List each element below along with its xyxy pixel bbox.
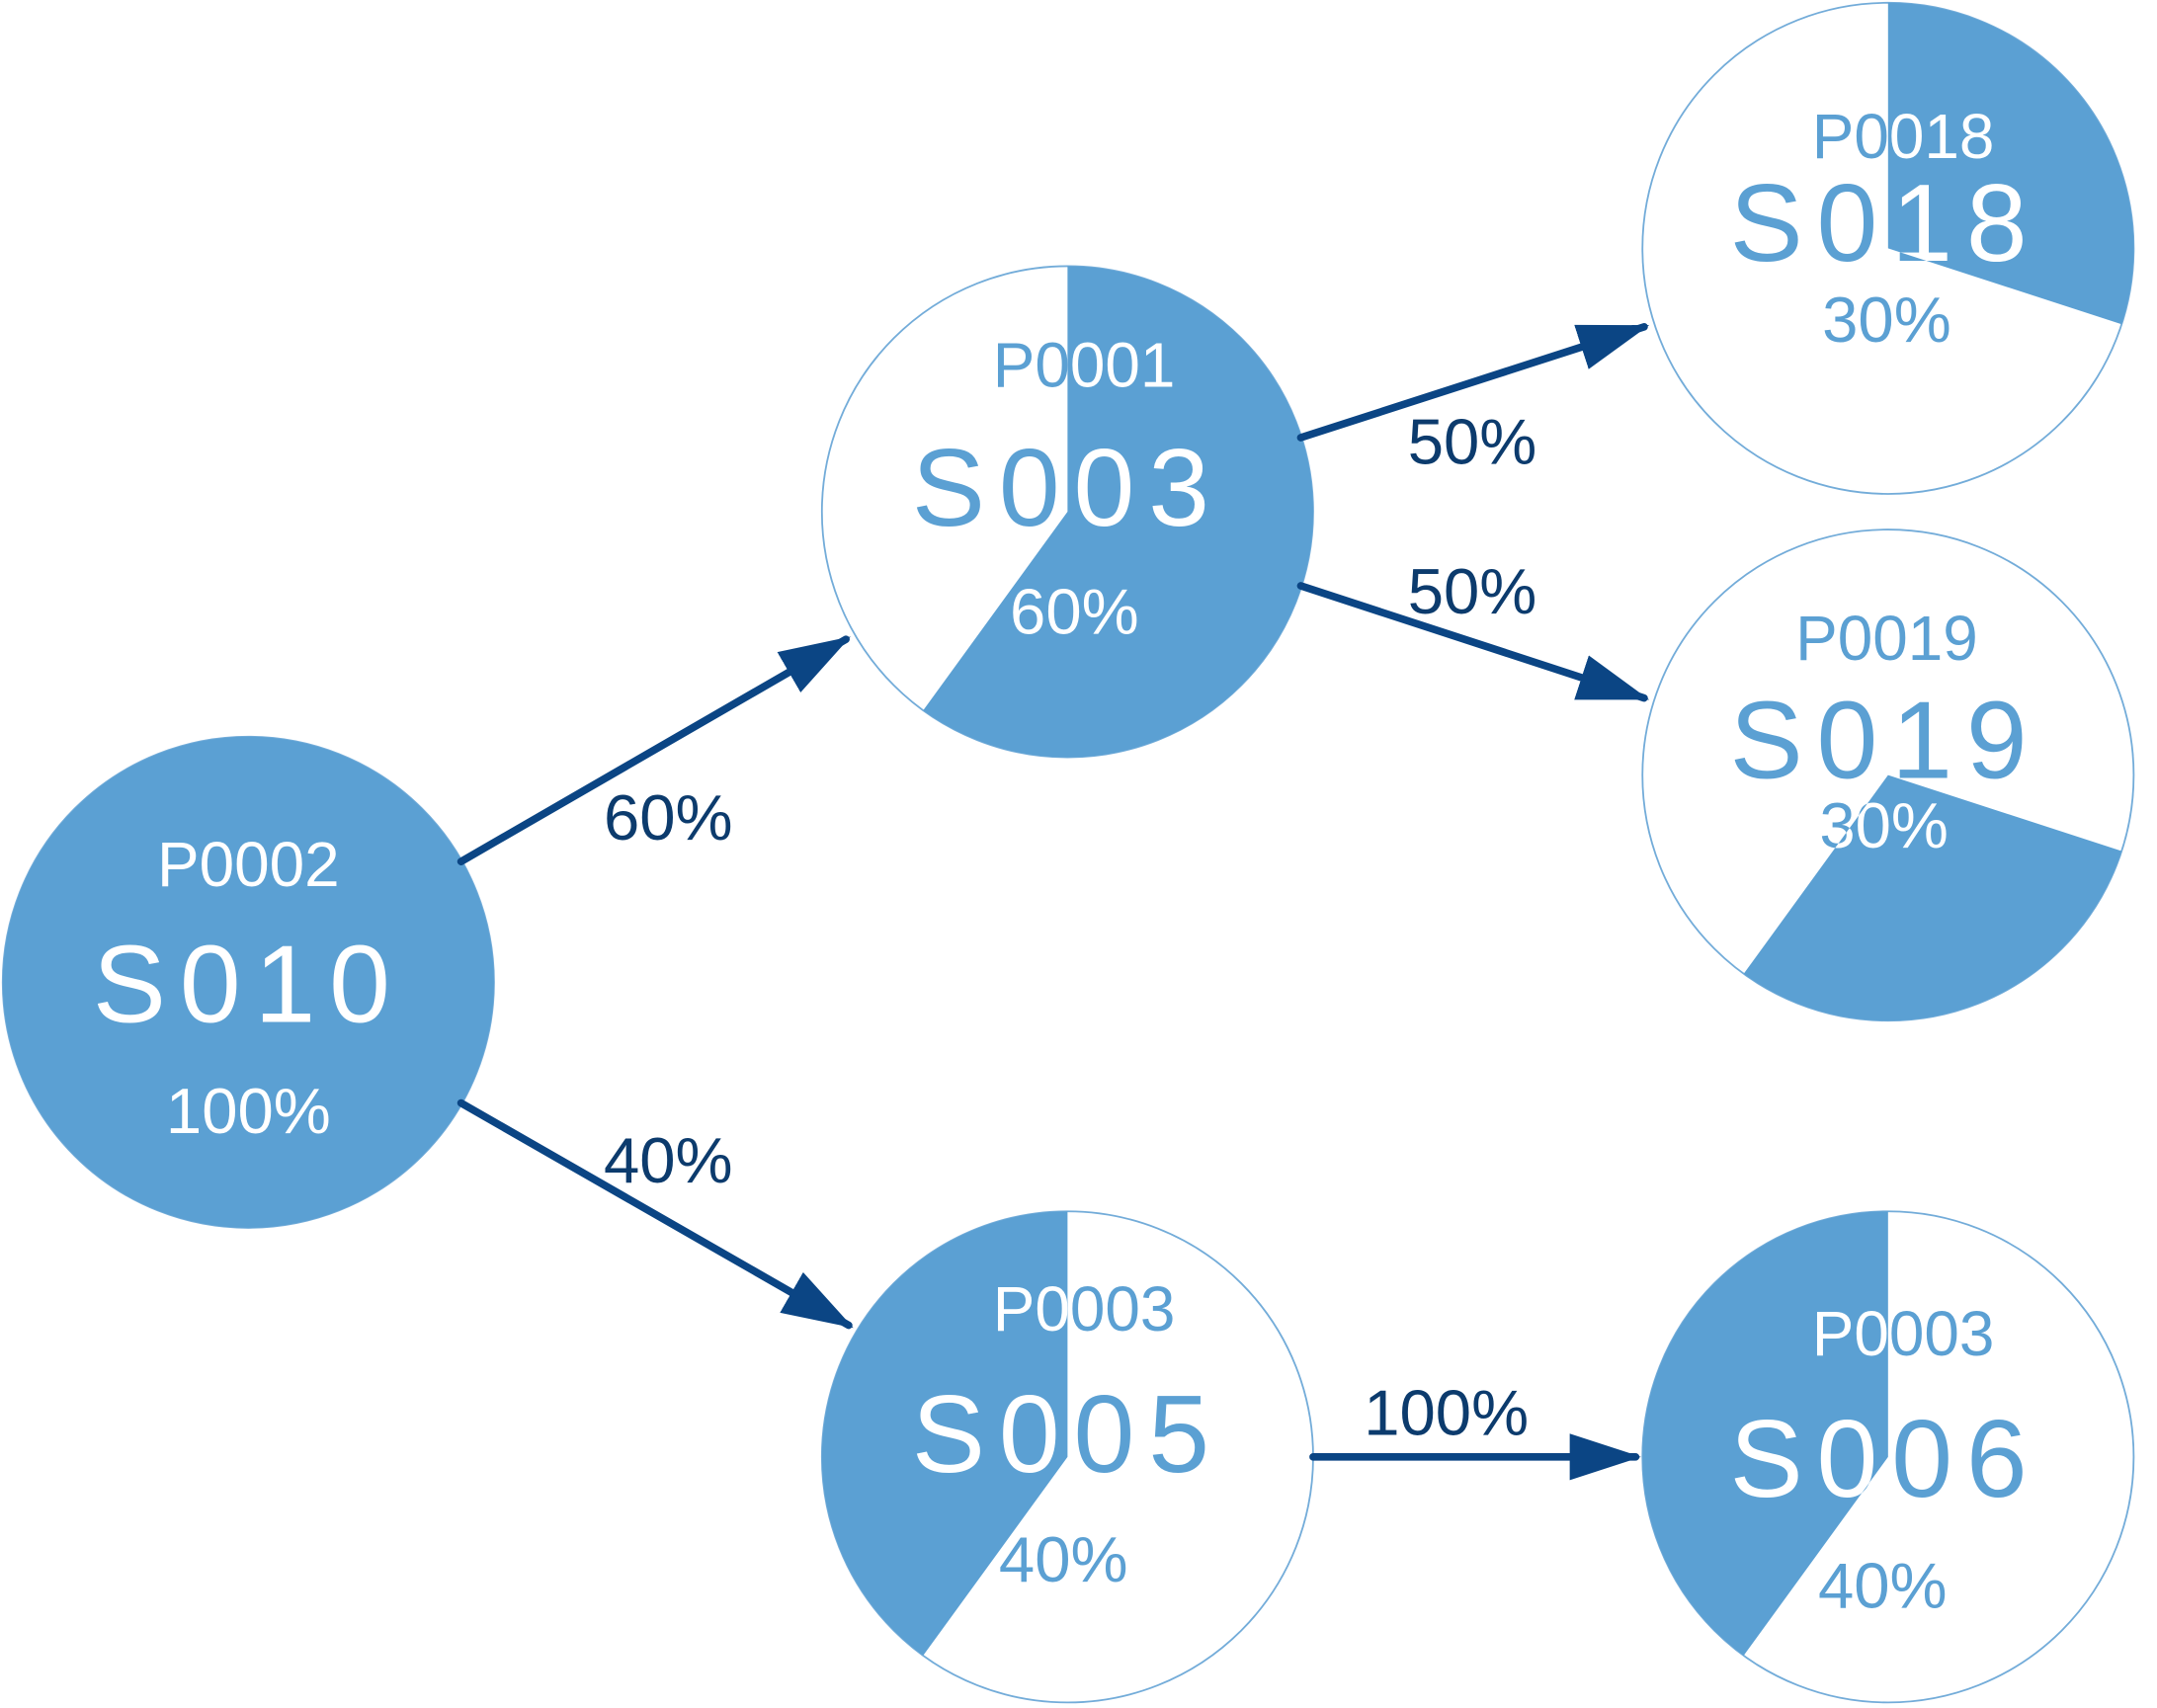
node-name: S019 [1730, 678, 2041, 801]
node-name: S018 [1730, 161, 2041, 285]
edge-label: 50% [1408, 405, 1537, 477]
node-share: 40% [999, 1523, 1128, 1595]
node-share: 100% [166, 1075, 331, 1147]
edge-s005-s006: 100% [1309, 1377, 1641, 1481]
edge-s003-s019: 50% [1296, 555, 1650, 702]
node-name: S006 [1730, 1397, 2041, 1520]
share-wedge [821, 1211, 1068, 1656]
node-code: P0003 [993, 1273, 1176, 1344]
edge-arrow [456, 1098, 854, 1330]
edge-s010-s005: 40% [456, 1098, 854, 1330]
node-name: S005 [912, 1372, 1223, 1496]
node-s003: P0001 S003 60% P0001 S003 60% [820, 265, 1314, 759]
node-code: P0003 [1812, 1298, 1995, 1369]
node-code: P0018 [1812, 101, 1995, 172]
node-share: 60% [1010, 576, 1139, 648]
node-name: S003 [912, 426, 1223, 549]
node-s018: P0018 S018 30% P0018 S018 30% [1641, 1, 2135, 495]
share-wedge [1642, 1211, 1888, 1656]
edge-label: 100% [1364, 1377, 1529, 1449]
edge-arrow [456, 635, 851, 865]
share-wedge [2, 736, 494, 1228]
node-code: P0001 [993, 330, 1176, 401]
node-code: P0003 [1812, 1298, 1995, 1369]
node-share: 40% [1818, 1550, 1948, 1622]
edge-arrow [1296, 582, 1650, 702]
share-wedge [1743, 774, 2122, 1021]
node-code: P0002 [157, 829, 340, 900]
node-code: P0002 [157, 829, 340, 900]
node-name: S010 [93, 923, 404, 1046]
edge-label: 60% [604, 781, 733, 854]
node-code: P0018 [1812, 101, 1995, 172]
edge-s010-s003: 60% [456, 635, 851, 865]
node-s010: P0002 S010 100% P0002 S010 100% [1, 735, 495, 1229]
edge-arrow [1296, 323, 1650, 442]
edge-label: 40% [604, 1124, 733, 1196]
share-wedge [1887, 2, 2134, 325]
node-share: 30% [1822, 284, 1951, 356]
node-share: 60% [1010, 576, 1139, 648]
share-wedge [923, 266, 1313, 758]
node-s006: P0003 S006 40% P0003 S006 40% [1641, 1210, 2135, 1704]
node-s019: P0019 S019 30% P0019 S019 30% [1641, 529, 2135, 1022]
node-code: P0019 [1795, 603, 1978, 674]
node-name: S010 [93, 923, 404, 1046]
node-code: P0003 [993, 1273, 1176, 1344]
node-s005: P0003 S005 40% P0003 S005 40% [820, 1210, 1314, 1704]
node-name: S005 [912, 1372, 1223, 1496]
edge-label: 50% [1408, 555, 1537, 627]
edge-s003-s018: 50% [1296, 323, 1650, 477]
node-share: 30% [1819, 789, 1949, 861]
node-share: 100% [166, 1075, 331, 1147]
